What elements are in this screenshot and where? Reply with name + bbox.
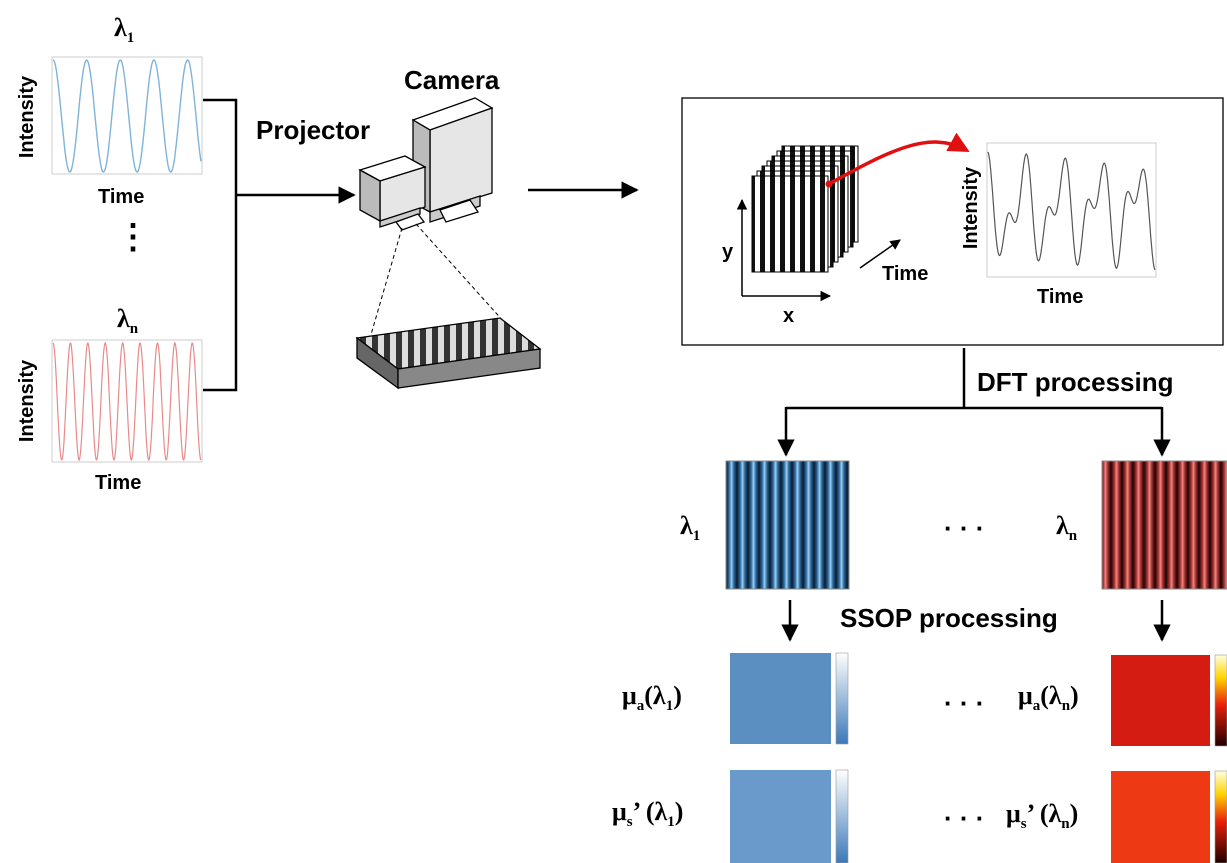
- ssop-arrows: [781, 600, 1171, 642]
- camera-projector-device: [355, 97, 542, 390]
- wave-panel-lambda-n: [51, 339, 203, 463]
- y-label-top: Intensity: [16, 75, 38, 159]
- axis-x-label: x: [783, 305, 795, 327]
- ua-lambda-n-label: μa(λn): [1018, 681, 1079, 714]
- plot-y-label: Intensity: [960, 166, 982, 250]
- dft-processing-label: DFT processing: [977, 367, 1174, 397]
- camera-label: Camera: [404, 65, 500, 95]
- pixel-intensity-plot: [986, 142, 1157, 278]
- demod-image-lambda-1: [725, 460, 850, 590]
- stack-axes: [736, 198, 901, 302]
- middle-ellipsis: · · ·: [944, 513, 985, 543]
- lambda-1-label-top: λ1: [114, 13, 135, 46]
- map-ua-lambda-n: [1111, 654, 1227, 747]
- plot-x-label: Time: [1037, 286, 1084, 308]
- lambda-1-result-label: λ1: [680, 511, 701, 544]
- x-label-top: Time: [98, 186, 145, 208]
- ssop-processing-label: SSOP processing: [840, 603, 1058, 633]
- ua-lambda-1-label: μa(λ1): [622, 681, 682, 714]
- map-us-lambda-1: [730, 769, 849, 863]
- map-us-lambda-n: [1111, 770, 1227, 863]
- image-stack: [751, 145, 859, 273]
- projector-label: Projector: [256, 115, 371, 145]
- lambda-n-result-label: λn: [1056, 511, 1078, 544]
- map-ua-lambda-1: [730, 652, 849, 745]
- row-ellipsis-ua: · · ·: [944, 688, 985, 718]
- us-lambda-1-label: μs’ (λ1): [612, 797, 684, 830]
- axis-y-label: y: [722, 241, 734, 263]
- dft-branch: [777, 348, 1171, 457]
- axis-time-label: Time: [882, 263, 929, 285]
- stack-frame: [751, 175, 829, 273]
- row-ellipsis-us: · · ·: [944, 803, 985, 833]
- lambda-n-label-left: λn: [117, 304, 139, 337]
- demod-image-lambda-n: [1101, 460, 1227, 590]
- us-lambda-n-label: μs’ (λn): [1006, 799, 1079, 832]
- merge-connector: [203, 98, 356, 392]
- pixel-trace-arrow: [828, 132, 970, 186]
- y-label-bottom: Intensity: [16, 359, 38, 443]
- wave-panel-lambda-1: [51, 56, 203, 175]
- vertical-ellipsis: ⋮: [116, 218, 150, 256]
- x-label-bottom: Time: [95, 472, 142, 494]
